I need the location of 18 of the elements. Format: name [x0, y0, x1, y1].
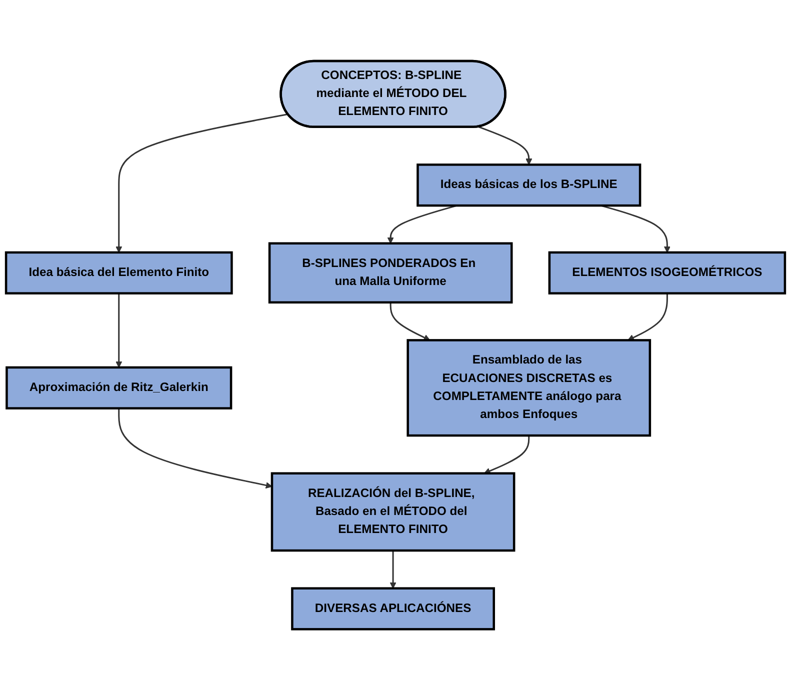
node-box: Aproximación de Ritz_Galerkin	[6, 366, 232, 410]
node-box: B-SPLINES PONDERADOS En una Malla Uniforme	[268, 242, 513, 304]
node-box: Ensamblado de las ECUACIONES DISCRETAS es COMPLETAMENTE análogo para ambos Enfoques	[406, 338, 652, 437]
arrow	[484, 435, 530, 474]
arrow	[118, 408, 272, 488]
node-box: REALIZACIÓN del B-SPLINE, Basado en el MÉTODO del ELEMENTO FINITO	[270, 472, 516, 552]
arrow	[600, 204, 671, 253]
arrow	[116, 113, 288, 253]
node-box: Idea básica del Elemento Finito	[4, 251, 233, 294]
arrow	[116, 293, 122, 368]
arrow	[390, 550, 396, 589]
node-box: DIVERSAS APLICACIÓNES	[291, 587, 495, 630]
node-box: Ideas básicas de los B-SPLINE	[416, 163, 642, 207]
arrow	[628, 293, 668, 340]
arrow	[390, 302, 430, 340]
arrow	[478, 126, 532, 165]
arrow	[387, 204, 458, 244]
node-box: ELEMENTOS ISOGEOMÉTRICOS	[548, 251, 786, 294]
